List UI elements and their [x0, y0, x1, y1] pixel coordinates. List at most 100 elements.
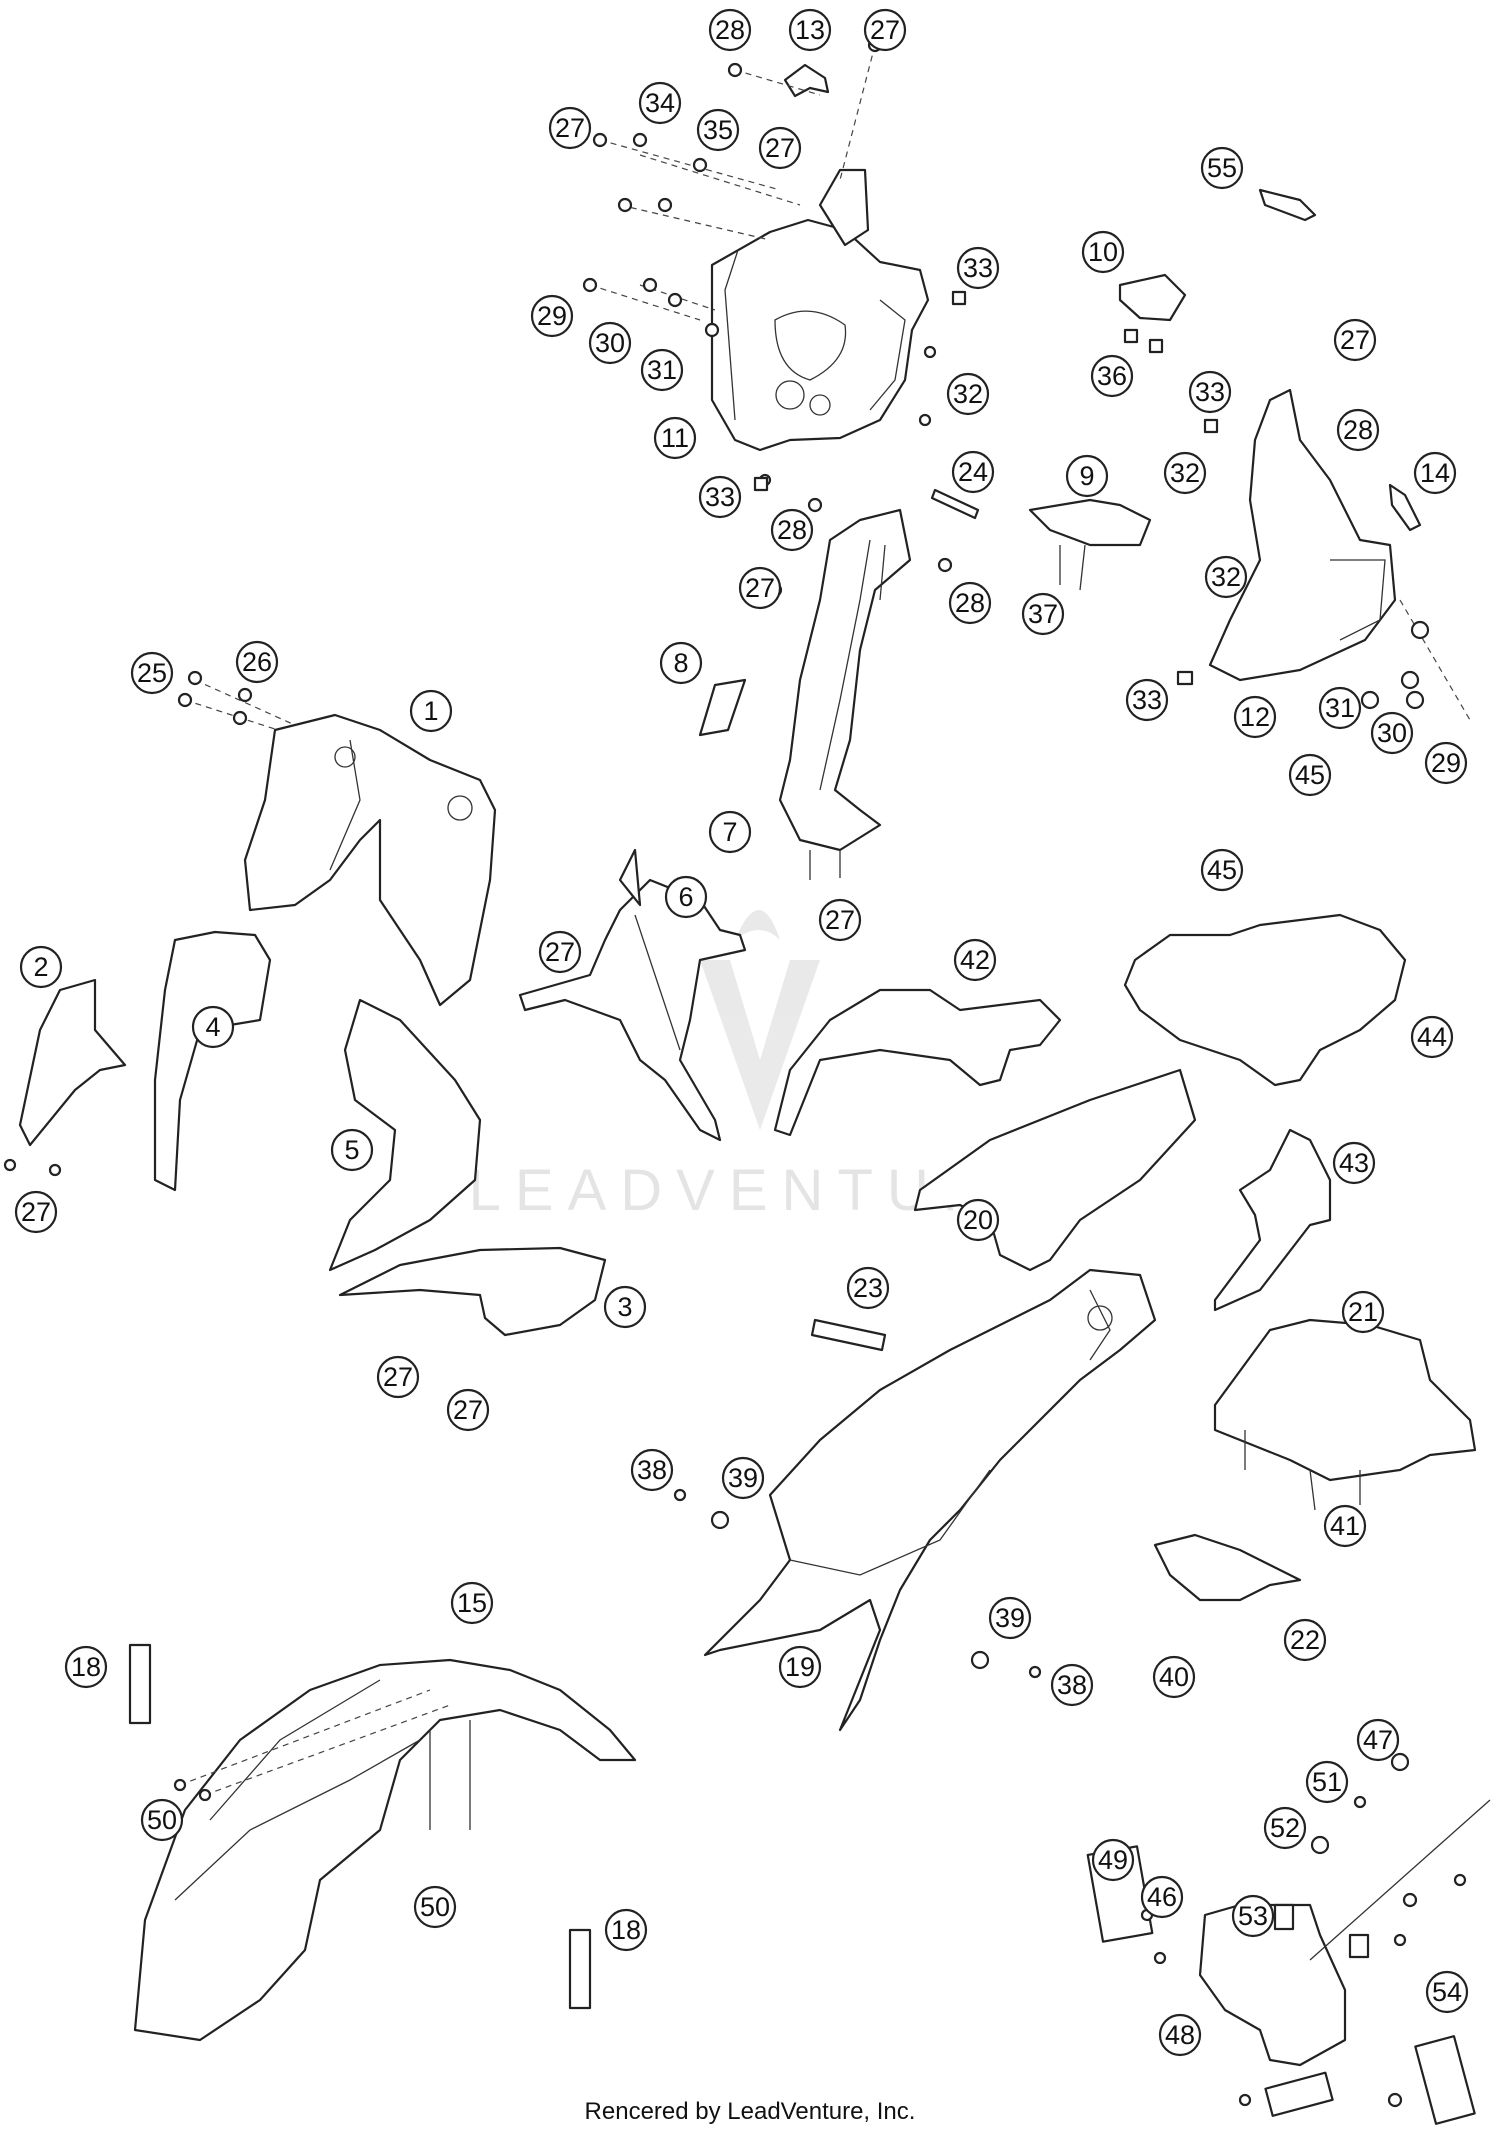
callout-48[interactable]: 48: [1158, 2013, 1202, 2057]
svg-text:1: 1: [423, 696, 438, 726]
svg-text:38: 38: [1057, 1670, 1087, 1700]
svg-text:28: 28: [715, 15, 745, 45]
callout-39[interactable]: 39: [721, 1456, 765, 1500]
fastener-38: [1028, 1665, 1042, 1679]
callout-14[interactable]: 14: [1413, 451, 1457, 495]
callout-29[interactable]: 29: [1424, 741, 1468, 785]
part-33-nut: [1203, 418, 1219, 434]
callout-27[interactable]: 27: [446, 1388, 490, 1432]
callout-50[interactable]: 50: [140, 1798, 184, 1842]
callout-9[interactable]: 9: [1065, 454, 1109, 498]
callout-7[interactable]: 7: [708, 810, 752, 854]
callout-23[interactable]: 23: [846, 1266, 890, 1310]
callout-47[interactable]: 47: [1356, 1718, 1400, 1762]
callout-5[interactable]: 5: [330, 1128, 374, 1172]
callout-20[interactable]: 20: [956, 1198, 1000, 1242]
callout-32[interactable]: 32: [1204, 555, 1248, 599]
callout-30[interactable]: 30: [588, 321, 632, 365]
svg-text:47: 47: [1363, 1725, 1393, 1755]
callout-24[interactable]: 24: [951, 450, 995, 494]
svg-text:31: 31: [1325, 693, 1355, 723]
callout-30[interactable]: 30: [1370, 711, 1414, 755]
callout-3[interactable]: 3: [603, 1285, 647, 1329]
callout-31[interactable]: 31: [1318, 686, 1362, 730]
callout-32[interactable]: 32: [1163, 451, 1207, 495]
callout-1[interactable]: 1: [409, 689, 453, 733]
svg-text:33: 33: [705, 482, 735, 512]
svg-text:44: 44: [1417, 1022, 1447, 1052]
callout-51[interactable]: 51: [1305, 1760, 1349, 1804]
part-13-clip: [783, 63, 830, 98]
svg-text:27: 27: [825, 905, 855, 935]
callout-49[interactable]: 49: [1091, 1838, 1135, 1882]
callout-8[interactable]: 8: [659, 641, 703, 685]
callout-45[interactable]: 45: [1200, 848, 1244, 892]
callout-54[interactable]: 54: [1425, 1970, 1469, 2014]
callout-39[interactable]: 39: [988, 1596, 1032, 1640]
callout-25[interactable]: 25: [130, 651, 174, 695]
part-8-strip: [698, 678, 747, 737]
callout-33[interactable]: 33: [698, 475, 742, 519]
callout-50[interactable]: 50: [413, 1885, 457, 1929]
callout-28[interactable]: 28: [770, 508, 814, 552]
callout-36[interactable]: 36: [1090, 354, 1134, 398]
callout-21[interactable]: 21: [1341, 1290, 1385, 1334]
callout-52[interactable]: 52: [1263, 1806, 1307, 1850]
callout-40[interactable]: 40: [1152, 1655, 1196, 1699]
callout-53[interactable]: 53: [1231, 1894, 1275, 1938]
callout-33[interactable]: 33: [1125, 678, 1169, 722]
callout-33[interactable]: 33: [1188, 370, 1232, 414]
callout-11[interactable]: 11: [653, 416, 697, 460]
callout-27[interactable]: 27: [758, 126, 802, 170]
callout-43[interactable]: 43: [1332, 1141, 1376, 1185]
callout-31[interactable]: 31: [640, 348, 684, 392]
svg-text:28: 28: [955, 588, 985, 618]
callout-41[interactable]: 41: [1323, 1504, 1367, 1548]
callout-labels: 28 13 27 34 27 35 27 55 10 33 29 30 31 3…: [14, 8, 1469, 2057]
callout-45[interactable]: 45: [1288, 753, 1332, 797]
callout-27[interactable]: 27: [863, 8, 907, 52]
callout-38[interactable]: 38: [1050, 1663, 1094, 1707]
callout-13[interactable]: 13: [788, 8, 832, 52]
callout-2[interactable]: 2: [19, 945, 63, 989]
callout-27[interactable]: 27: [818, 898, 862, 942]
callout-42[interactable]: 42: [953, 938, 997, 982]
callout-33[interactable]: 33: [956, 246, 1000, 290]
callout-28[interactable]: 28: [948, 581, 992, 625]
svg-text:13: 13: [795, 15, 825, 45]
callout-28[interactable]: 28: [1336, 408, 1380, 452]
callout-38[interactable]: 38: [630, 1448, 674, 1492]
callout-15[interactable]: 15: [450, 1581, 494, 1625]
callout-46[interactable]: 46: [1140, 1875, 1184, 1919]
callout-4[interactable]: 4: [191, 1005, 235, 1049]
svg-text:38: 38: [637, 1455, 667, 1485]
callout-22[interactable]: 22: [1283, 1618, 1327, 1662]
callout-34[interactable]: 34: [638, 81, 682, 125]
callout-12[interactable]: 12: [1233, 695, 1277, 739]
callout-28[interactable]: 28: [708, 8, 752, 52]
callout-19[interactable]: 19: [778, 1645, 822, 1689]
callout-44[interactable]: 44: [1410, 1015, 1454, 1059]
part-48-plate-holder: [1086, 1752, 1491, 2125]
callout-27[interactable]: 27: [538, 930, 582, 974]
callout-35[interactable]: 35: [696, 108, 740, 152]
svg-text:27: 27: [453, 1395, 483, 1425]
callout-27[interactable]: 27: [376, 1355, 420, 1399]
callout-6[interactable]: 6: [664, 875, 708, 919]
svg-text:29: 29: [1431, 748, 1461, 778]
callout-10[interactable]: 10: [1081, 230, 1125, 274]
callout-26[interactable]: 26: [235, 640, 279, 684]
part-1-headlight-mask: [177, 670, 497, 1007]
callout-29[interactable]: 29: [530, 294, 574, 338]
callout-27[interactable]: 27: [738, 566, 782, 610]
callout-27[interactable]: 27: [548, 106, 592, 150]
callout-18[interactable]: 18: [64, 1645, 108, 1689]
part-9-bracket: [1028, 498, 1152, 591]
callout-55[interactable]: 55: [1200, 146, 1244, 190]
callout-27[interactable]: 27: [1333, 318, 1377, 362]
callout-18[interactable]: 18: [604, 1908, 648, 1952]
callout-37[interactable]: 37: [1021, 592, 1065, 636]
callout-27[interactable]: 27: [14, 1190, 58, 1234]
svg-text:54: 54: [1432, 1977, 1462, 2007]
callout-32[interactable]: 32: [946, 372, 990, 416]
